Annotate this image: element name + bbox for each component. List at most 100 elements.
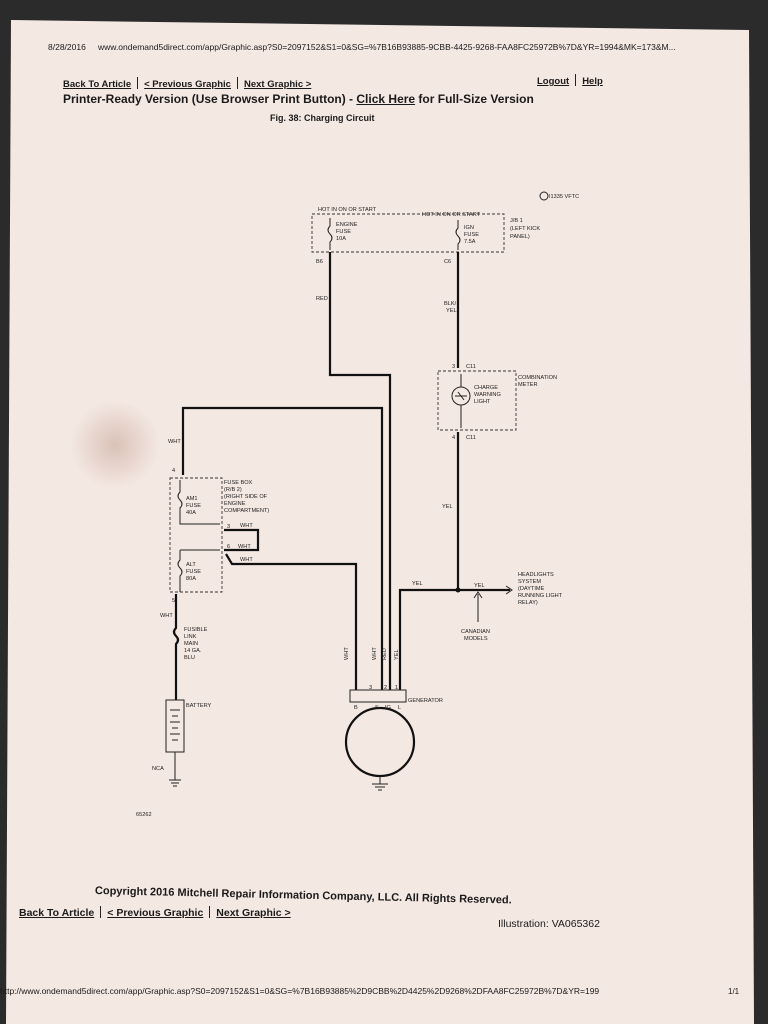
alt-label-2: FUSE	[186, 569, 201, 575]
hot-label-1: HOT IN ON OR START	[318, 207, 377, 213]
ign-fuse-label-3: 7.5A	[464, 239, 476, 245]
print-date: 8/28/2016	[48, 42, 86, 52]
battery-label: BATTERY	[186, 703, 212, 709]
headlights-label-5: RELAY)	[518, 600, 538, 606]
charge-light-label-2: WARNING	[474, 392, 501, 398]
fuse-box-label-1: FUSE BOX	[224, 480, 253, 486]
gen-term-ig: IG	[385, 705, 391, 711]
jb-label-1: J/B 1	[510, 218, 523, 224]
gen-yel-label: YEL	[394, 649, 400, 660]
wht-a-label: WHT	[240, 523, 253, 529]
fusible-link-wire	[172, 594, 180, 700]
combination-meter-outline	[437, 370, 517, 431]
gen-pin-3: 3	[369, 685, 372, 691]
pin-4-meter: 4	[452, 435, 455, 441]
fuse-box-label-5: COMPARTMENT)	[224, 508, 269, 514]
generator-terminal-block	[349, 689, 407, 703]
canadian-label-1: CANADIAN	[461, 629, 490, 635]
fusible-label-5: BLU	[184, 655, 195, 661]
charge-light-label-1: CHARGE	[474, 385, 498, 391]
page-number: 1/1	[728, 987, 740, 996]
next-graphic-link[interactable]: Next Graphic >	[243, 79, 312, 90]
fusible-label-4: 14 GA.	[184, 648, 202, 654]
printer-ready-text: Printer-Ready Version (Use Browser Print…	[63, 92, 357, 106]
engine-fuse-label-1: ENGINE	[336, 222, 358, 228]
fusible-label-1: FUSIBLE	[184, 627, 208, 633]
ign-fuse-label-1: IGN	[464, 225, 474, 231]
combo-meter-label-1: COMBINATION	[518, 375, 557, 381]
combo-meter-label-2: METER	[518, 382, 538, 388]
ign-fuse-symbol	[455, 220, 461, 250]
am1-fuse-symbol	[177, 480, 220, 525]
fuse-box-pin-4: 4	[172, 468, 175, 474]
junction-block-outline	[311, 213, 505, 253]
wht-jumper-wire	[224, 528, 260, 552]
account-nav: Logout Help	[537, 74, 603, 87]
gen-pin-1: 1	[395, 685, 398, 691]
c11-bottom: C11	[466, 435, 476, 441]
red-wire	[328, 252, 392, 690]
am1-label-1: AM1	[186, 496, 198, 502]
click-here-link[interactable]: Click Here	[356, 92, 416, 106]
nca-label: NCA	[152, 766, 164, 772]
am1-label-2: FUSE	[186, 503, 201, 509]
previous-graphic-link-bottom[interactable]: < Previous Graphic	[107, 907, 204, 919]
gen-pin-2: 2	[384, 685, 387, 691]
ign-fuse-label-2: FUSE	[464, 232, 479, 238]
gen-term-s: S	[375, 705, 379, 711]
alt-label-3: 80A	[186, 576, 196, 582]
alt-label-1: ALT	[186, 562, 196, 568]
reference-marker-icon	[539, 191, 549, 201]
fuse-box-label-3: (RIGHT SIDE OF	[224, 494, 268, 500]
lamp-filament	[455, 391, 467, 401]
canadian-label-2: MODELS	[464, 636, 488, 642]
fuse-box-label-4: ENGINE	[224, 501, 246, 507]
wht-output-wire	[225, 553, 358, 690]
fuse-box-pin-3: 3	[227, 524, 230, 530]
previous-graphic-link[interactable]: < Previous Graphic	[144, 79, 231, 90]
back-to-article-link-bottom[interactable]: Back To Article	[19, 907, 95, 919]
blk-yel-label-1: BLK/	[444, 301, 457, 307]
c11-top: C11	[466, 364, 476, 370]
wht-sense-wire	[181, 406, 384, 690]
pin-3-meter: 3	[452, 364, 455, 370]
headlight-arrow-icon	[505, 585, 513, 595]
fuse-box-pin-6: 6	[227, 544, 230, 550]
paper-stain	[70, 400, 160, 490]
print-url: www.ondemand5direct.com/app/Graphic.asp?…	[98, 42, 676, 52]
full-size-text: for Full-Size Version	[415, 92, 534, 106]
battery-symbol-icon	[165, 699, 185, 753]
engine-fuse-symbol	[327, 218, 333, 250]
fuse-box-label-2: (R/B 2)	[224, 487, 242, 493]
yel-h2-label: YEL	[474, 583, 485, 589]
back-to-article-link[interactable]: Back To Article	[63, 79, 132, 90]
jb-label-3: PANEL)	[510, 234, 530, 240]
gen-wht-label: WHT	[344, 647, 350, 660]
hot-label-2: HOT IN ON OR START	[422, 212, 481, 218]
next-graphic-link-bottom[interactable]: Next Graphic >	[216, 907, 291, 919]
gen-term-l: L	[398, 705, 401, 711]
printer-ready-line: Printer-Ready Version (Use Browser Print…	[63, 92, 534, 106]
yel-to-headlights-wire	[398, 588, 510, 690]
battery-ground-icon	[169, 752, 181, 787]
top-nav: Back To Article < Previous Graphic Next Gr…	[63, 77, 311, 90]
yel-vertical-label: YEL	[442, 504, 453, 510]
logout-link[interactable]: Logout	[537, 76, 570, 87]
jb-label-2: (LEFT KICK	[510, 226, 540, 232]
gen-red-label: RED	[382, 648, 388, 660]
yel-h1-label: YEL	[412, 581, 423, 587]
blk-yel-label-2: YEL	[446, 308, 457, 314]
headlights-label-3: (DAYTIME	[518, 586, 545, 592]
pin-c6: C6	[444, 259, 451, 265]
generator-symbol-icon	[344, 706, 416, 778]
headlights-label-4: RUNNING LIGHT	[518, 593, 563, 599]
headlights-label-2: SYSTEM	[518, 579, 541, 585]
pin-b6: B6	[316, 259, 323, 265]
help-link[interactable]: Help	[582, 76, 603, 87]
fuse-box-outline	[169, 477, 223, 593]
gen-term-b: B	[354, 705, 358, 711]
generator-label: GENERATOR	[408, 698, 443, 704]
bottom-nav: Back To Article < Previous Graphic Next Gr…	[19, 906, 291, 919]
fuse-box-pin-5: 5	[172, 598, 175, 604]
